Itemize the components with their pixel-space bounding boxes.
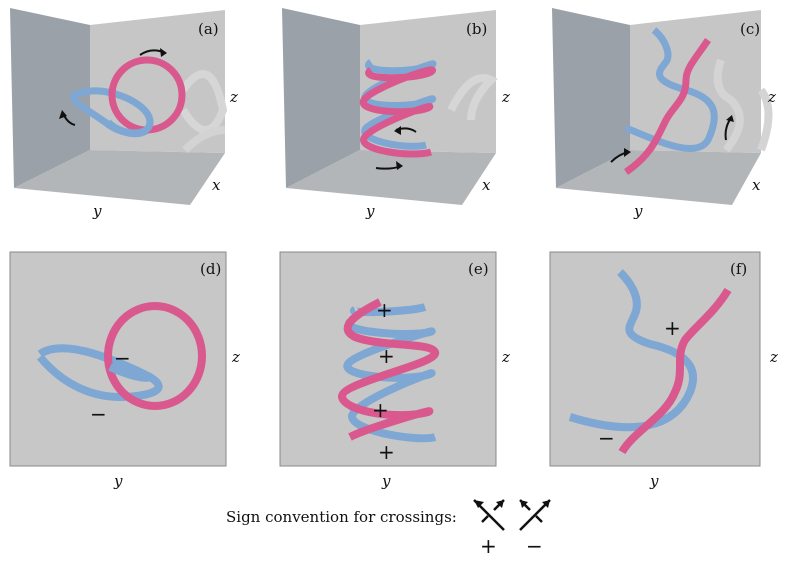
blue-curve-over	[105, 119, 154, 137]
shadow-trace	[757, 87, 773, 152]
arrow-head	[396, 161, 403, 170]
left-wall	[10, 8, 90, 188]
panel-f-frame	[549, 251, 761, 467]
axis-x: x	[482, 176, 491, 194]
panel-label: (a)	[198, 20, 219, 38]
axis-z: z	[230, 88, 238, 106]
floor	[556, 150, 761, 205]
pink-curve	[359, 66, 437, 158]
legend-caption: Sign convention for crossings:	[226, 508, 457, 526]
pink-curve	[338, 298, 440, 441]
panel-a-box	[10, 8, 228, 205]
crossing-sign: −	[114, 346, 131, 370]
panel-b-box	[282, 8, 498, 205]
blue-curve	[361, 59, 437, 150]
left-wall	[552, 8, 630, 188]
floor	[286, 150, 496, 205]
pink-curve	[618, 287, 732, 455]
shadow-trace	[447, 74, 498, 121]
axis-y: y	[366, 202, 375, 220]
axis-x: x	[752, 176, 761, 194]
crossing-sign: +	[372, 398, 389, 422]
floor	[14, 150, 225, 205]
panel-label: (d)	[200, 260, 222, 278]
blue-curve	[36, 344, 163, 402]
blue-curve	[624, 27, 718, 152]
arrow-head	[624, 148, 631, 157]
panel-b: (b) z x y	[276, 0, 536, 230]
sign-convention-diagram	[473, 499, 551, 531]
shadow-trace	[713, 58, 744, 153]
pink-curve	[624, 38, 711, 175]
axis-z: z	[768, 88, 776, 106]
pink-curve	[104, 302, 206, 410]
crossing-sign: −	[90, 402, 107, 426]
arrow-head	[160, 48, 167, 57]
axis-y: y	[114, 472, 123, 490]
panel-e: (e) + + + + z y	[279, 251, 540, 490]
axis-z: z	[232, 348, 240, 366]
panel-label: (f)	[730, 260, 748, 278]
panel-f: (f) + − z y	[549, 251, 790, 490]
shadow-trace	[182, 126, 226, 153]
arrow-head	[59, 110, 67, 119]
panel-d-frame	[9, 251, 227, 467]
panel-e-frame	[279, 251, 497, 467]
panel-c: (c) z x y	[546, 0, 790, 230]
panel-a: (a) z x y	[0, 0, 260, 230]
crossing-sign: +	[664, 316, 681, 340]
axis-x: x	[212, 176, 221, 194]
crossing-sign: +	[376, 298, 393, 322]
panel-c-box	[552, 8, 773, 205]
positive-crossing	[473, 499, 505, 531]
axis-z: z	[770, 348, 778, 366]
negative-crossing	[519, 499, 551, 531]
projection-box	[549, 251, 761, 467]
minus-sign: −	[526, 534, 543, 558]
panel-label: (c)	[740, 20, 761, 38]
crossing-sign: +	[378, 440, 395, 464]
blue-curve-over	[108, 363, 153, 382]
arrow-head	[726, 115, 734, 122]
panel-label: (e)	[468, 260, 489, 278]
arrow-head	[394, 126, 401, 135]
axis-y: y	[634, 202, 643, 220]
axis-y: y	[93, 202, 102, 220]
plus-sign: +	[480, 534, 497, 558]
shadow-trace	[179, 70, 228, 134]
axis-z: z	[502, 88, 510, 106]
crossing-sign: +	[378, 344, 395, 368]
left-wall	[282, 8, 360, 188]
axis-y: y	[650, 472, 659, 490]
crossing-sign: −	[598, 426, 615, 450]
panel-label: (b)	[466, 20, 488, 38]
axis-z: z	[502, 348, 510, 366]
panel-d: (d) − − z y	[9, 251, 270, 490]
axis-y: y	[382, 472, 391, 490]
